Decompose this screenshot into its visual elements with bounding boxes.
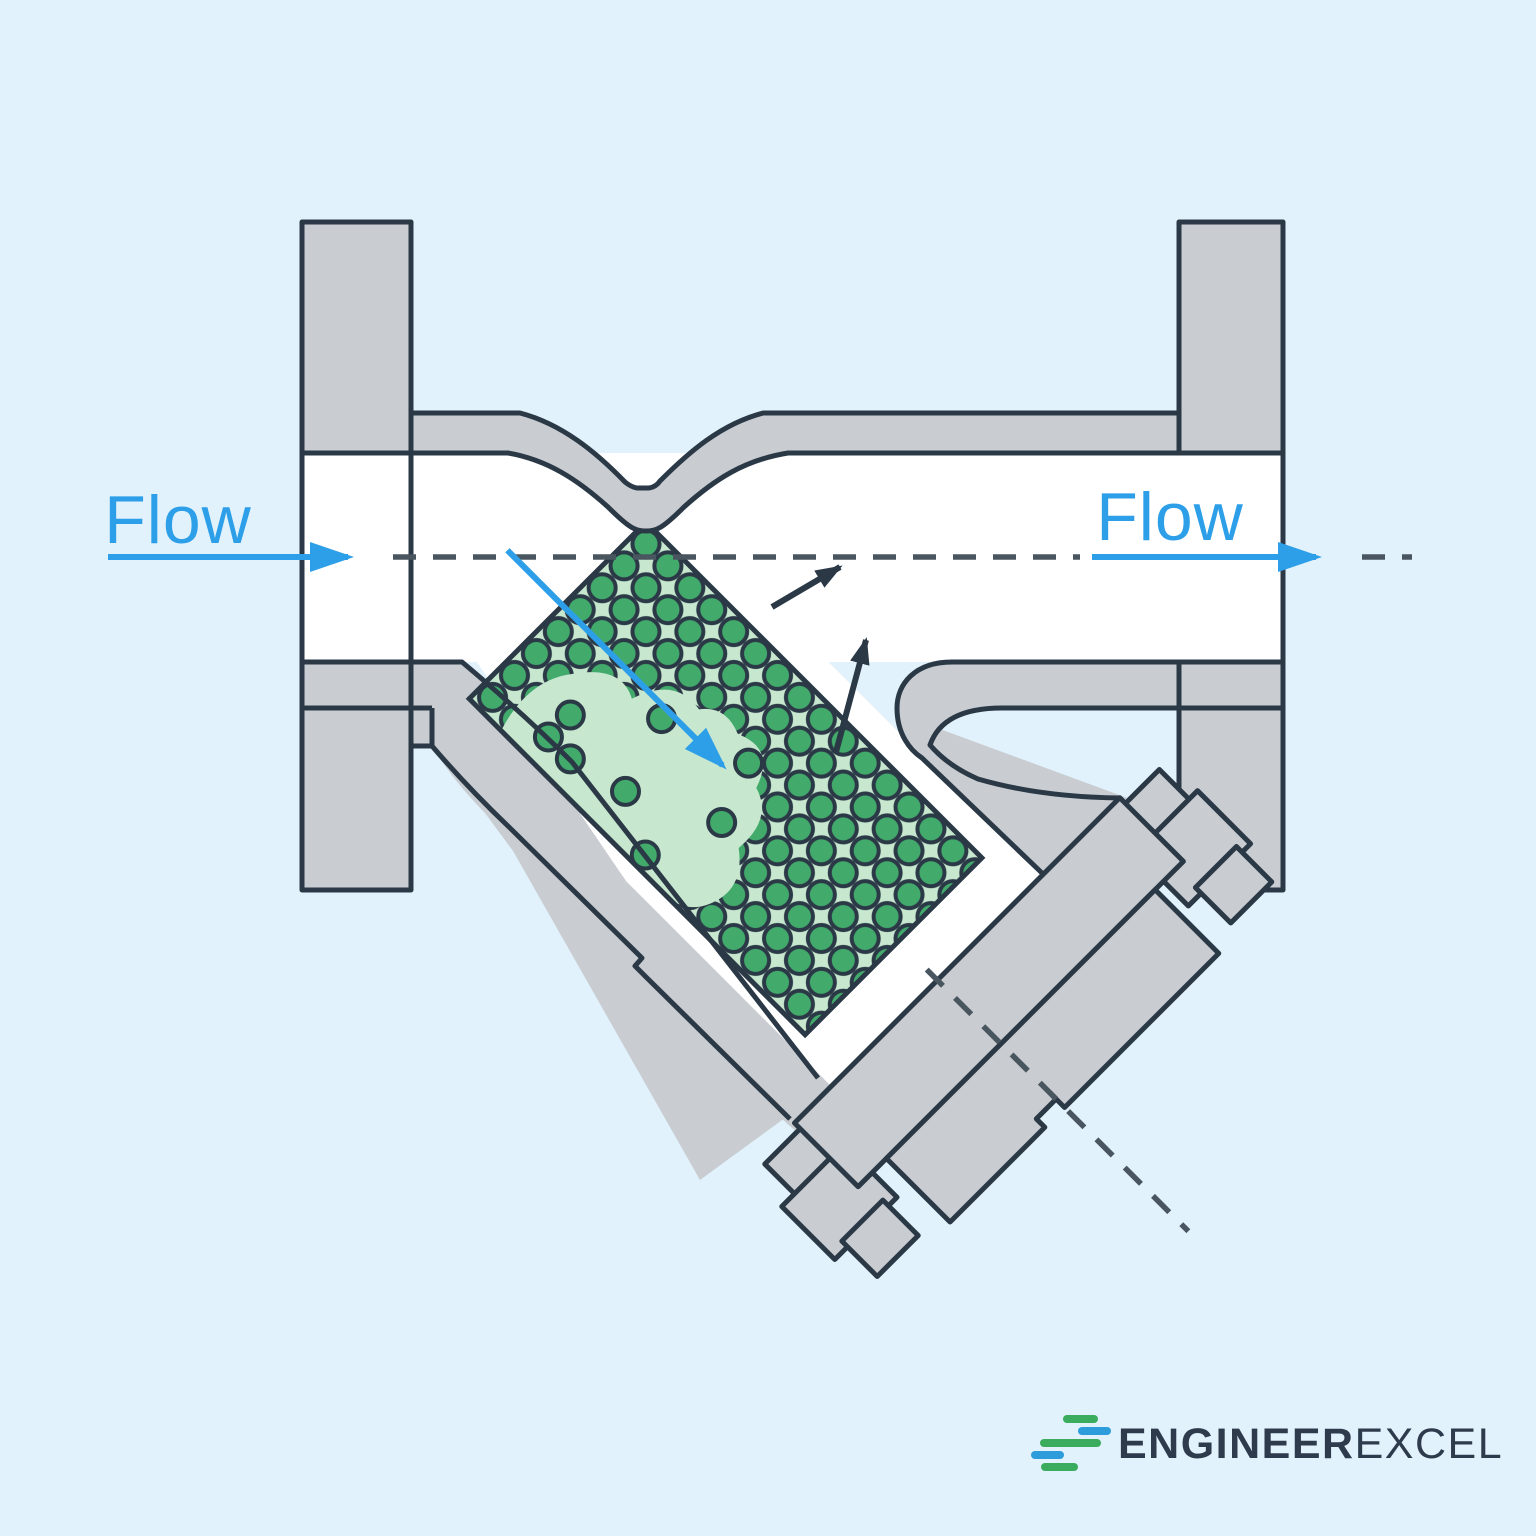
flow-label-left: Flow (104, 482, 252, 558)
logo: ENGINEEREXCEL (1031, 1415, 1503, 1471)
flow-annotations (108, 542, 1322, 770)
flow-label-right: Flow (1096, 479, 1244, 555)
logo-text-bold: ENGINEER (1118, 1420, 1355, 1468)
upper-pipe-wall (302, 413, 1283, 531)
flow-exit-arrow-1-icon (770, 564, 843, 610)
screen-outline (465, 518, 986, 1039)
logo-wordmark: ENGINEEREXCEL (1118, 1420, 1503, 1468)
leg-centerline (924, 967, 1191, 1234)
logo-bars-icon (1031, 1415, 1111, 1471)
logo-text-light: EXCEL (1355, 1420, 1504, 1468)
lower-left-wall (302, 662, 826, 1180)
strainer-leg-wall-fills (426, 717, 1127, 1131)
bolt-nut-right (1192, 844, 1275, 926)
flow-exit-arrow-2-icon (833, 637, 870, 753)
flow-arrow-diagonal-icon (505, 548, 727, 770)
bolt-nut-left (839, 1197, 921, 1279)
strainer-cap-assembly (762, 766, 1275, 1279)
